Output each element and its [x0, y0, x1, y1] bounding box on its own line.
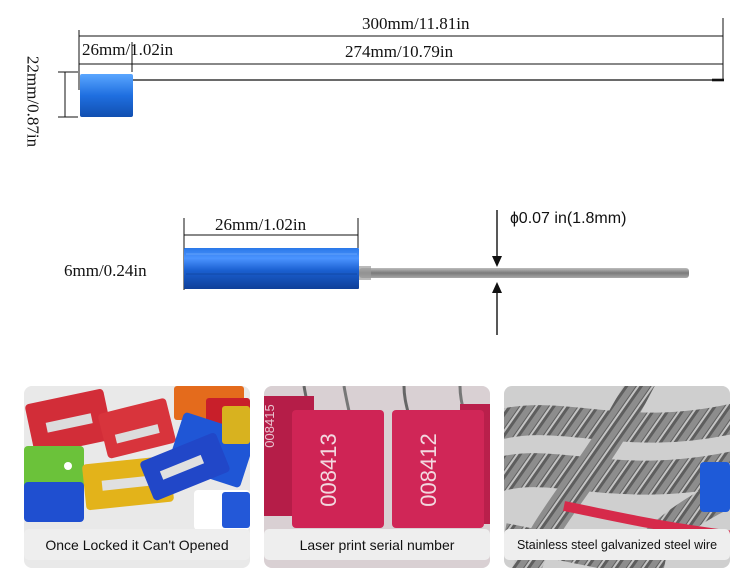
photo-card-serial-numbers: 008413 008412 008415 Laser print serial … — [264, 386, 490, 568]
seal-head-top — [80, 74, 133, 117]
serial-number-1: 008413 — [316, 433, 341, 506]
caption-locked: Once Locked it Can't Opened — [24, 529, 250, 560]
head-length-label-mid: 26mm/1.02in — [215, 215, 307, 234]
seal-head-side — [184, 248, 359, 289]
head-length-label-top: 26mm/1.02in — [82, 40, 174, 59]
cable-diameter-label: ɸ0.07 in(1.8mm) — [510, 210, 627, 227]
head-height-label: 22mm/0.87in — [23, 55, 43, 148]
serial-number-3: 008415 — [264, 404, 277, 447]
caption-steel: Stainless steel galvanized steel wire — [504, 529, 730, 560]
serial-number-2: 008412 — [416, 433, 441, 506]
cable-side — [359, 268, 689, 278]
top-dimension-diagram — [58, 18, 724, 118]
mid-dimension-diagram — [183, 210, 689, 335]
photo-card-colored-seals: Once Locked it Can't Opened — [24, 386, 250, 568]
caption-serial: Laser print serial number — [264, 529, 490, 560]
photo-card-steel-wire: Stainless steel galvanized steel wire — [504, 386, 730, 568]
head-width-label: 6mm/0.24in — [64, 261, 147, 280]
cable-length-label: 274mm/10.79in — [345, 42, 454, 61]
total-length-label: 300mm/11.81in — [362, 14, 470, 33]
